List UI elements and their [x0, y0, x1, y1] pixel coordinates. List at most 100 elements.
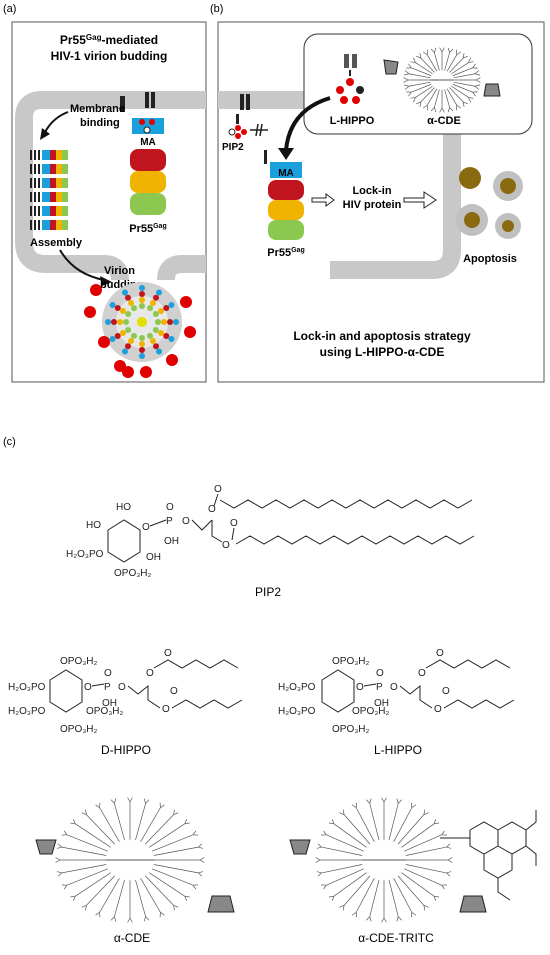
dendrimer-branch: [57, 872, 62, 877]
dendrimer-branch: [397, 799, 402, 804]
lhippo-arrowhead: [278, 148, 294, 160]
dendrimer-branch: [404, 70, 410, 75]
orange-block: [56, 178, 62, 188]
virion-gag: [163, 333, 170, 339]
dendrimer-branch: [369, 879, 380, 917]
virion-gag: [161, 319, 167, 325]
dendrimer-branch: [198, 843, 203, 848]
virion-gag: [152, 311, 159, 317]
svg-text:O: O: [162, 704, 170, 715]
dendrimer-branch: [447, 107, 450, 113]
dendrimer-branch: [351, 804, 357, 809]
dendrimer-branch: [468, 97, 474, 99]
virion-gag: [150, 299, 156, 306]
dendrimer-branch: [419, 53, 422, 59]
dendrimer-branch: [433, 895, 440, 898]
dendrimer-branch: [423, 905, 429, 908]
dendrimer-branch: [99, 878, 120, 913]
acde-caption: α-CDE: [114, 931, 150, 945]
orange-block: [56, 220, 62, 230]
dendrimer-branch: [472, 91, 476, 97]
dendrimer-branch: [439, 107, 443, 113]
panel-a-pr55-complex: MA Pr55Gag: [120, 92, 167, 235]
virion-spokes: [105, 285, 179, 359]
env-dot: [184, 326, 196, 338]
dendrimer-branch: [110, 799, 115, 804]
dendrimer-branch: [317, 872, 322, 877]
dendrimer-branch: [339, 812, 345, 815]
dendrimer-branch: [444, 52, 450, 71]
dendrimer-branch: [403, 79, 409, 83]
dendrimer-branch: [198, 846, 204, 849]
svg-text:O: O: [230, 518, 238, 529]
ma-block: [42, 206, 50, 216]
dendrimer-branch: [135, 879, 146, 917]
dendrimer-branch: [192, 830, 197, 836]
headgroup-dot: [139, 119, 145, 125]
acde-tritc-dendrimer: [289, 797, 537, 923]
virion-gag: [125, 343, 131, 350]
binding-arrowhead: [40, 128, 50, 140]
virion-gag: [122, 348, 128, 355]
dendrimer-branch: [61, 864, 107, 874]
virion-gag: [105, 319, 111, 325]
svg-text:O: O: [170, 686, 178, 697]
dendrimer-branch: [95, 911, 100, 916]
dendrimer-branch: [420, 57, 435, 73]
dendrimer-branch: [184, 822, 190, 825]
svg-text:OPO₃H₂: OPO₃H₂: [60, 656, 98, 667]
svg-text:OPO₃H₂: OPO₃H₂: [332, 724, 370, 735]
dendrimer-branch: [404, 85, 410, 90]
assembly-arrowhead: [100, 276, 112, 286]
dendrimer-branch: [410, 61, 416, 63]
dendrimer-branch: [422, 104, 428, 109]
dendrimer-branch: [401, 872, 435, 897]
dendrimer-branch: [55, 859, 61, 863]
env-dot: [122, 366, 134, 378]
apoptotic-cells: [456, 167, 523, 239]
dendrimer-branch: [355, 878, 375, 913]
dendrimer-branch: [401, 823, 435, 848]
dendrimer-branch: [430, 48, 435, 53]
dendrimer-branch: [439, 47, 443, 53]
svg-text:O: O: [376, 668, 384, 679]
panel-a-title-line1: Pr55Gag-mediated: [60, 33, 158, 47]
lipid-tail: [151, 92, 155, 108]
dendrimer-branch: [99, 807, 120, 842]
svg-text:HO: HO: [116, 502, 131, 513]
dendrimer-branch: [475, 79, 481, 83]
pip2-icon: [228, 114, 247, 139]
panel-a-membrane: [15, 91, 206, 281]
strategy-line1: Lock-in and apoptosis strategy: [293, 329, 471, 343]
virion-gag: [139, 285, 145, 291]
dendrimer-branch: [446, 54, 458, 72]
lhippo-label: L-HIPPO: [330, 115, 375, 127]
dendrimer-branch: [449, 57, 464, 73]
dendrimer-branch: [462, 53, 465, 59]
virion-gag: [158, 330, 165, 336]
dendrimer-branch: [143, 798, 146, 804]
panel-a-title-line2: HIV-1 virion budding: [51, 49, 168, 63]
dendrimer-branch: [472, 63, 476, 69]
lipid-tail: [120, 96, 125, 112]
virion-gag: [114, 305, 121, 311]
virion-gag: [167, 319, 173, 325]
dendrimer-branch: [342, 905, 345, 911]
ma-block: [42, 178, 50, 188]
dendrimer-branch: [413, 97, 416, 103]
acde-icon: [383, 47, 501, 113]
dendrimer-branch: [63, 830, 68, 836]
dendrimer-branch: [85, 905, 87, 911]
dendrimer-branch: [383, 797, 387, 803]
dendrimer-branch: [145, 799, 150, 804]
dendrimer-branch: [326, 868, 364, 886]
dendrimer-branch: [114, 916, 117, 922]
dhippo-structure: OPO₃H₂ H₂O₃PO O H₂O₃PO OPO₃H₂ OPO₃H₂ P O…: [8, 648, 243, 735]
dendrimer-branch: [135, 803, 146, 841]
svg-text:O: O: [208, 504, 216, 515]
lockin-label-1: Lock-in: [352, 185, 391, 197]
dendrimer-branch: [446, 846, 452, 849]
lipid-tail: [34, 164, 36, 174]
env-dot: [90, 284, 102, 296]
